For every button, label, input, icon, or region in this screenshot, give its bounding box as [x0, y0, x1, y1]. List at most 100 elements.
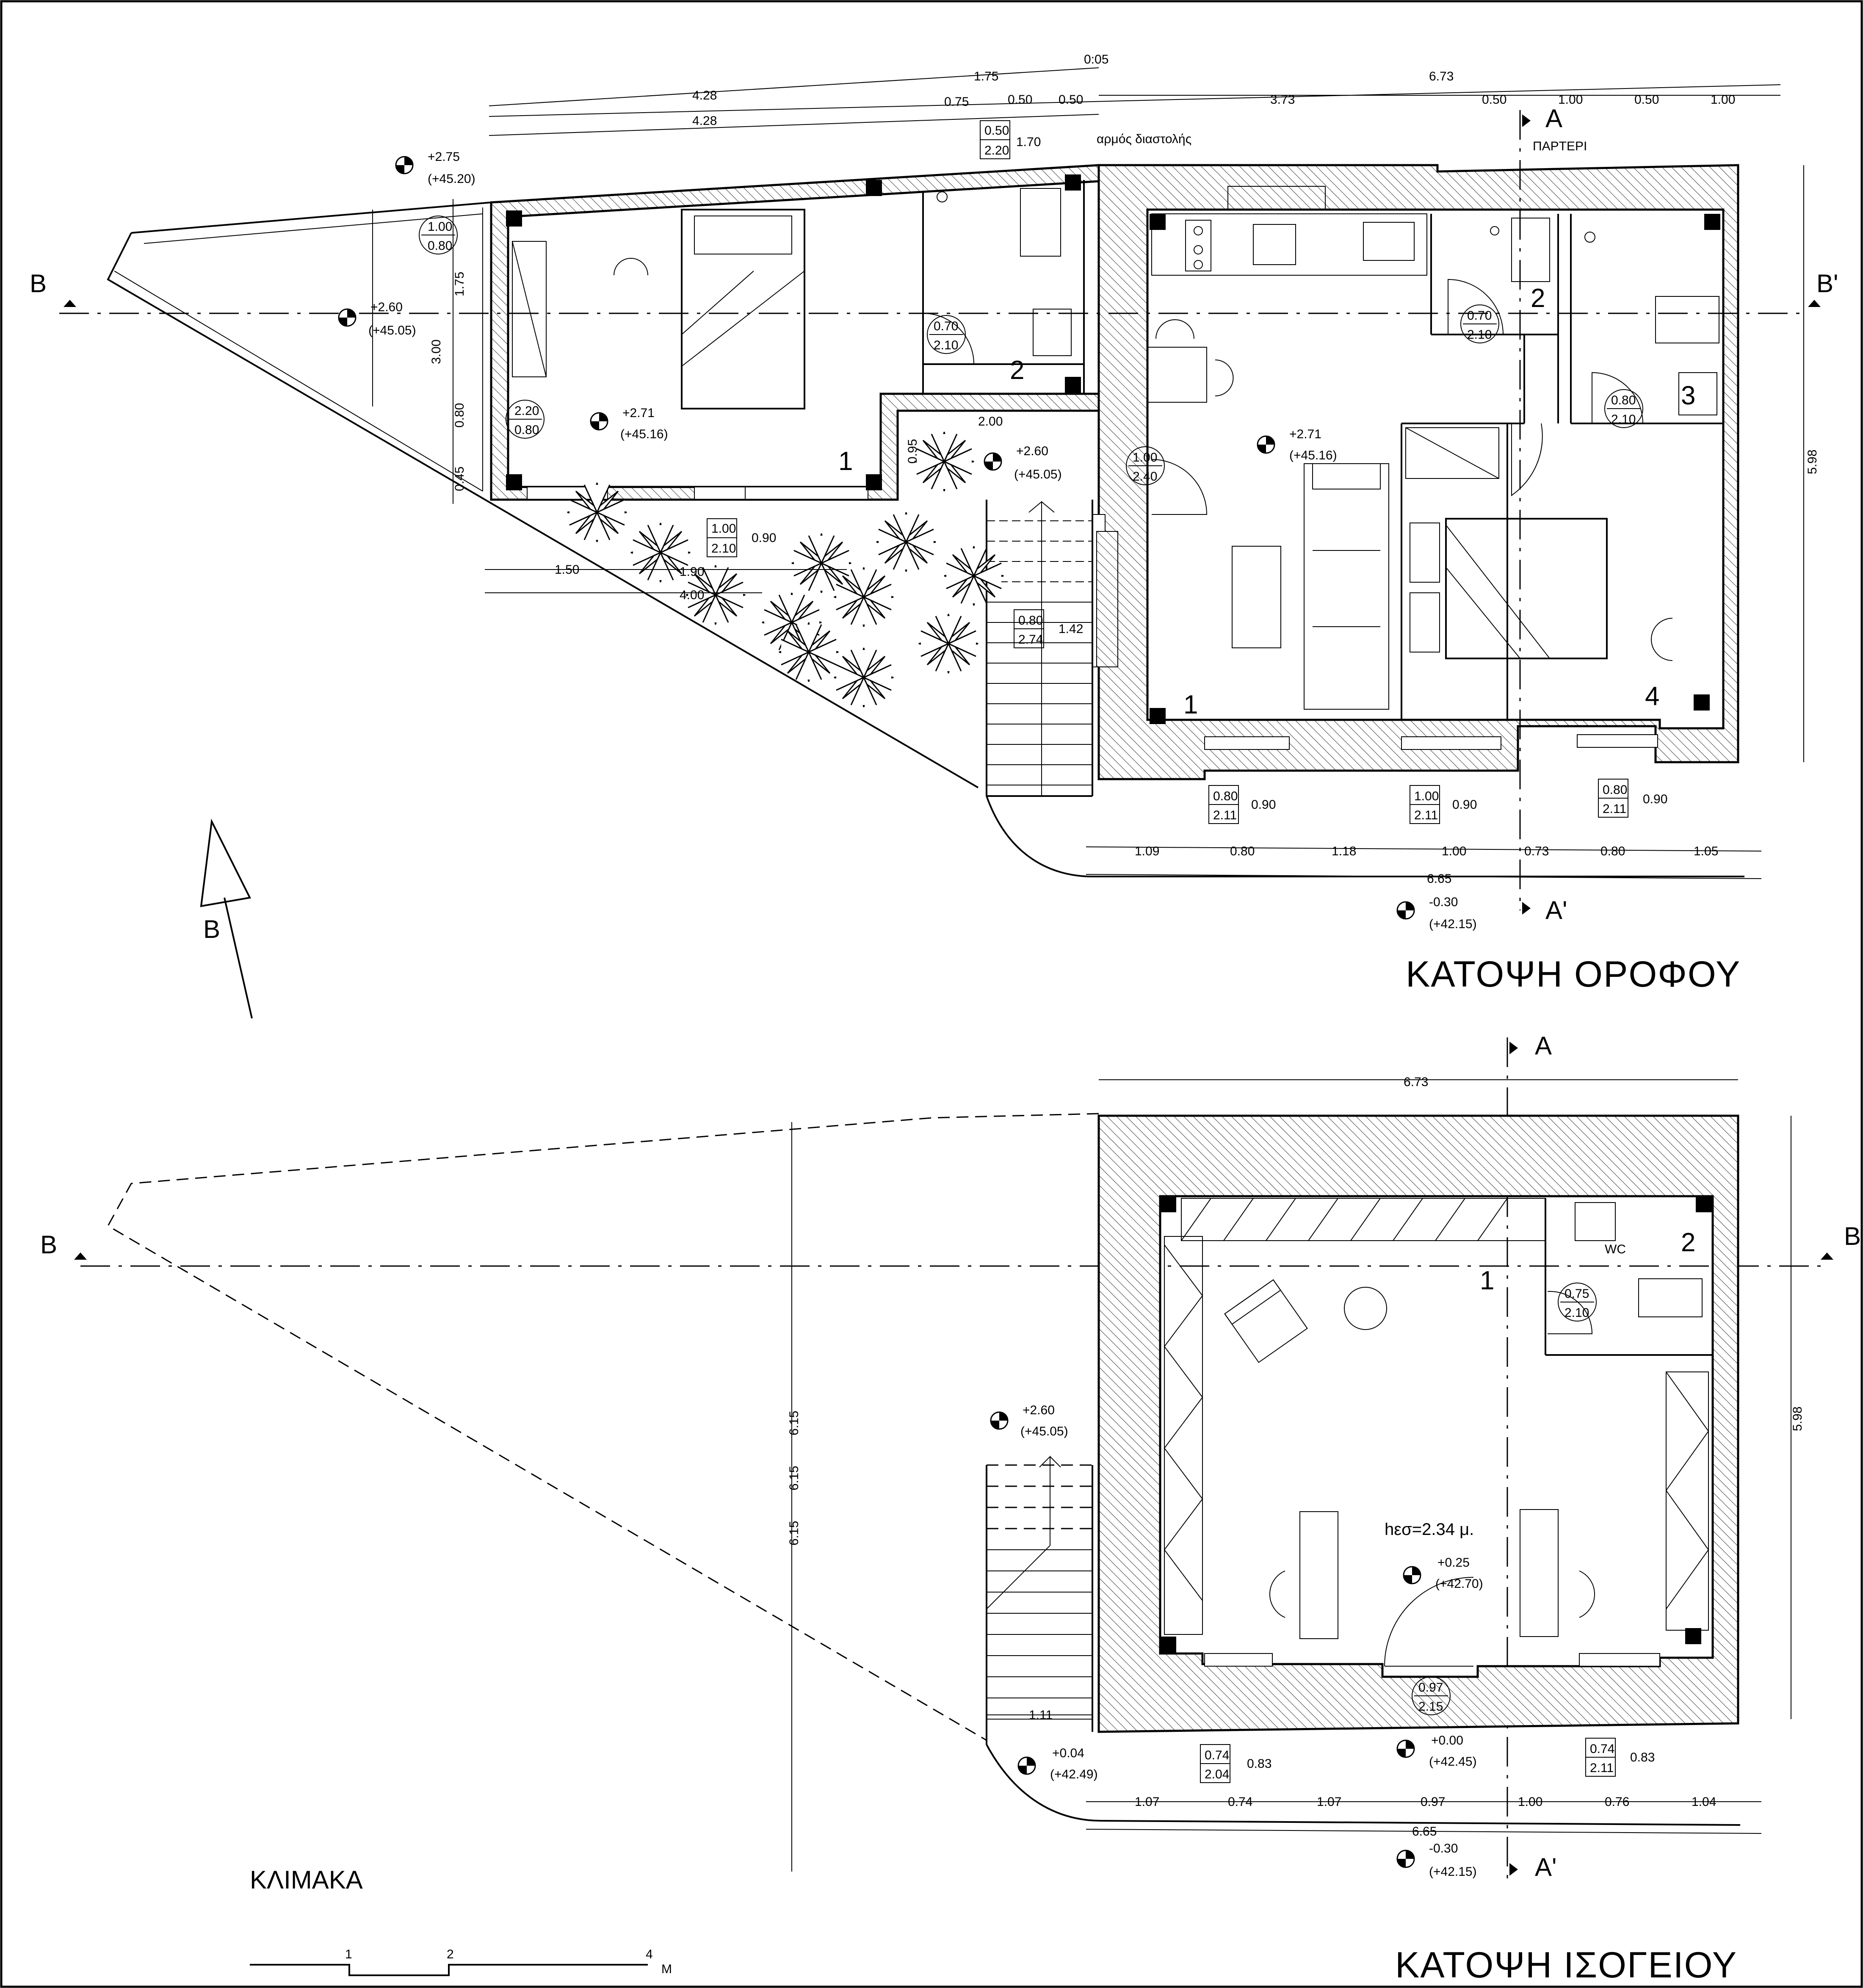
- sofa-icon: [1304, 463, 1389, 710]
- svg-text:2.15: 2.15: [1418, 1700, 1443, 1714]
- door-tags-upper: 1.00 0.80 2.20 0.80 0.70 2.10 1.00 2.40 …: [419, 216, 1643, 485]
- dim: 6.15: [787, 1521, 801, 1546]
- svg-text:2.20: 2.20: [514, 404, 539, 418]
- desk: [1299, 1511, 1338, 1639]
- svg-text:2.10: 2.10: [711, 542, 736, 556]
- dim: 6.15: [787, 1466, 801, 1490]
- dim: 0.80: [1230, 844, 1255, 858]
- svg-text:2.11: 2.11: [1213, 808, 1237, 822]
- dim: 1.00: [1442, 844, 1466, 858]
- dim: 0.75: [944, 95, 969, 109]
- room-number: 2: [1010, 356, 1024, 385]
- scale-label: ΚΛΙΜΑΚΑ: [250, 1866, 363, 1894]
- svg-text:0.90: 0.90: [1452, 798, 1477, 812]
- dim: 1.75: [453, 272, 467, 296]
- dim: 0.50: [1482, 93, 1506, 107]
- svg-text:+0.25: +0.25: [1437, 1556, 1470, 1570]
- room-number: 1: [838, 447, 853, 476]
- wardrobe: [512, 241, 547, 377]
- dim: 1.18: [1332, 844, 1356, 858]
- svg-text:(+45.05): (+45.05): [1014, 467, 1062, 481]
- section-b-left-upper: B: [30, 269, 47, 298]
- room-number: 4: [1645, 682, 1659, 711]
- svg-text:1.00: 1.00: [1414, 789, 1439, 803]
- dim: 1.90: [680, 565, 704, 579]
- dim: 1.50: [555, 563, 579, 577]
- ground-floor-title: ΚΑΤΟΨΗ ΙΣΟΓΕΙΟΥ: [1395, 1945, 1737, 1985]
- dimension-lines: [453, 67, 1804, 1834]
- svg-text:+0.04: +0.04: [1052, 1746, 1084, 1760]
- dim: 1.04: [1692, 1795, 1716, 1809]
- scale-tick-1: 1: [345, 1947, 352, 1961]
- dim: 4.00: [680, 588, 704, 602]
- dim: 1.05: [1694, 844, 1718, 858]
- room-number: 2: [1681, 1228, 1695, 1257]
- armchair-icon: [1224, 1279, 1308, 1363]
- coffee-table: [1232, 546, 1281, 648]
- section-a-top: A: [1545, 104, 1562, 133]
- dim: 0.76: [1605, 1795, 1629, 1809]
- scale-unit: M: [661, 1962, 672, 1976]
- dim: 1.07: [1135, 1795, 1159, 1809]
- terrace-outline: [107, 201, 979, 788]
- svg-text:+2.60: +2.60: [1016, 444, 1048, 458]
- dim: 1.09: [1135, 844, 1159, 858]
- upper-house-walls: [1097, 164, 1739, 780]
- svg-text:+2.60: +2.60: [1023, 1403, 1055, 1417]
- svg-text:0.74: 0.74: [1205, 1748, 1229, 1762]
- bed-icon: [681, 209, 805, 409]
- svg-text:+2.60: +2.60: [370, 300, 403, 314]
- svg-text:2.11: 2.11: [1414, 808, 1438, 822]
- dining-table: [1147, 347, 1207, 403]
- svg-text:(+45.16): (+45.16): [1289, 448, 1337, 462]
- svg-text:0.90: 0.90: [752, 531, 776, 545]
- svg-text:0.90: 0.90: [1643, 792, 1667, 806]
- svg-text:0.70: 0.70: [934, 319, 958, 333]
- svg-text:0.83: 0.83: [1247, 1757, 1271, 1771]
- partery-note: ΠΑΡΤΕΡΙ: [1533, 139, 1587, 153]
- dim: 1.00: [1711, 93, 1735, 107]
- dim: 6.65: [1427, 872, 1451, 886]
- expansion-joint-note: αρμός διαστολής: [1097, 132, 1191, 146]
- dim: 0.74: [1228, 1795, 1252, 1809]
- dim: 6.73: [1404, 1075, 1428, 1089]
- svg-text:0.80: 0.80: [1611, 393, 1636, 407]
- dim: 0.50: [1059, 93, 1083, 107]
- svg-text:2.10: 2.10: [1611, 412, 1636, 426]
- section-b-prime-right: B': [1816, 269, 1838, 298]
- svg-text:0.75: 0.75: [1564, 1287, 1589, 1301]
- dim: 1.00: [1518, 1795, 1542, 1809]
- exterior-stair: [986, 500, 1744, 877]
- fireplace: [1227, 186, 1326, 210]
- svg-text:(+45.16): (+45.16): [620, 427, 668, 441]
- dim: 2.00: [978, 415, 1003, 429]
- dim: 1.11: [1029, 1708, 1053, 1722]
- dim: 6.65: [1412, 1825, 1437, 1839]
- room-number: 2: [1531, 284, 1545, 313]
- dim: 1.00: [1558, 93, 1583, 107]
- dim: 5.98: [1791, 1407, 1805, 1431]
- north-label: B: [203, 915, 220, 943]
- north-arrow: B: [200, 818, 253, 1019]
- dim: 0:05: [1084, 53, 1108, 66]
- svg-text:0.70: 0.70: [1467, 309, 1492, 323]
- wc-label: WC: [1605, 1242, 1626, 1256]
- room-number: 1: [1183, 690, 1198, 719]
- svg-text:2.10: 2.10: [934, 338, 958, 352]
- dim: 0.73: [1524, 844, 1549, 858]
- svg-text:(+42.45): (+42.45): [1429, 1755, 1477, 1769]
- svg-text:2.10: 2.10: [1467, 328, 1492, 342]
- svg-text:(+45.20): (+45.20): [428, 172, 475, 186]
- opening-tags-ground: 0.74 2.04 0.83 0.74 2.11 0.83: [1200, 1738, 1655, 1783]
- svg-text:0.80: 0.80: [1603, 783, 1627, 797]
- kitchen-counter: [1151, 213, 1427, 276]
- door-tags-ground: 0.75 2.10 0.97 2.15: [1412, 1283, 1597, 1715]
- svg-text:(+42.49): (+42.49): [1050, 1767, 1098, 1781]
- dim: 0.45: [453, 467, 467, 491]
- svg-text:2.74: 2.74: [1018, 633, 1043, 647]
- section-b-right-ground: B: [1844, 1222, 1861, 1250]
- svg-text:0.50: 0.50: [984, 124, 1009, 138]
- section-a-bottom: A: [1535, 1031, 1552, 1060]
- section-b-left-ground: B: [40, 1230, 57, 1259]
